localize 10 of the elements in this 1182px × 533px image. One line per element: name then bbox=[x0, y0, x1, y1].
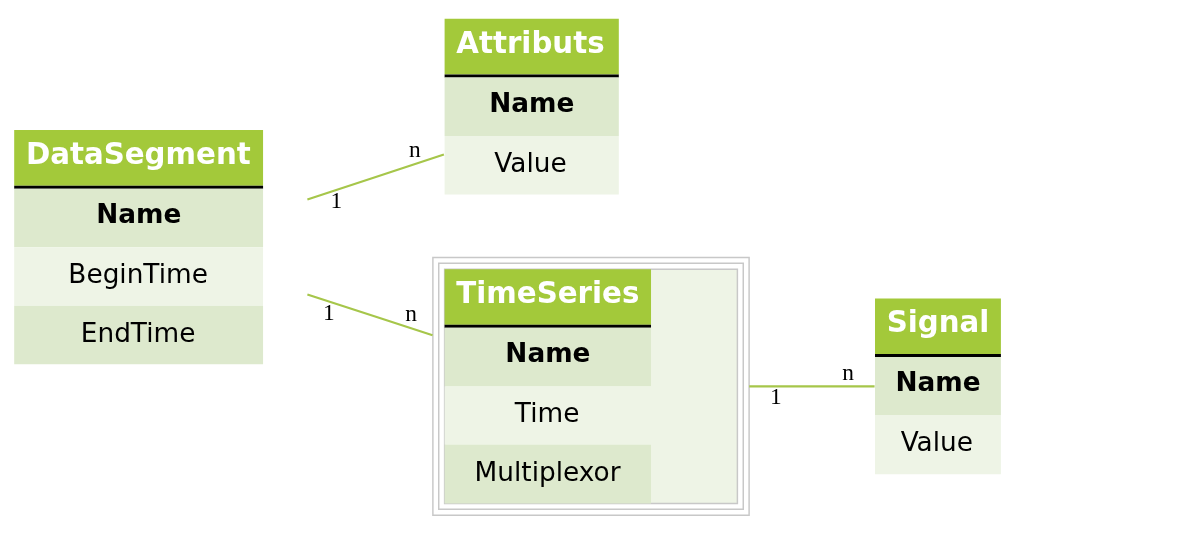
label: 1 bbox=[322, 298, 335, 325]
label: n bbox=[405, 299, 417, 326]
label: n bbox=[408, 135, 421, 162]
connector bbox=[749, 384, 875, 387]
connector bbox=[307, 153, 445, 200]
label: 1 bbox=[769, 382, 782, 409]
label: n bbox=[842, 358, 854, 385]
label: 1 bbox=[330, 186, 343, 213]
connector bbox=[307, 292, 433, 336]
node-box: TimeSeries Name Time Multiplexor bbox=[432, 256, 750, 516]
